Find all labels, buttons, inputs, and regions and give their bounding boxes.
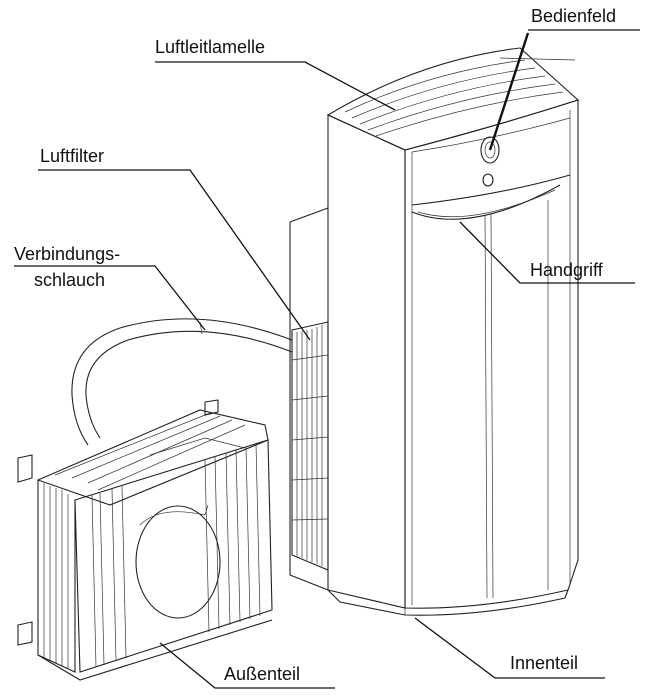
air-louvre [344, 57, 576, 137]
outdoor-unit-front [74, 439, 273, 673]
control-knob [480, 136, 500, 164]
outdoor-unit-side [37, 480, 76, 673]
connection-hose [71, 318, 293, 446]
bracket-bottom-left [17, 621, 33, 646]
label-luftleitlamelle: Luftleitlamelle [155, 37, 266, 57]
leader-lines [14, 29, 640, 689]
indoor-unit-top [326, 47, 580, 151]
indoor-unit [326, 47, 580, 616]
label-aussenteil: Außenteil [224, 664, 301, 684]
bracket-top-left [17, 454, 33, 483]
label-handgriff: Handgriff [530, 260, 603, 280]
outdoor-unit [17, 399, 273, 681]
handle-curve [411, 184, 561, 220]
label-verbindungsschlauch-line2: schlauch [34, 270, 106, 290]
label-bedienfeld: Bedienfeld [531, 6, 617, 26]
air-filter [291, 321, 329, 571]
label-verbindungsschlauch-line1: Verbindungs- [14, 244, 121, 264]
label-innenteil: Innenteil [510, 653, 579, 673]
fan-grille [135, 505, 221, 619]
bracket-top-right [204, 399, 219, 416]
control-button [482, 173, 494, 187]
indoor-unit-side-panel [327, 114, 406, 609]
label-luftfilter: Luftfilter [40, 146, 105, 166]
outdoor-unit-top [36, 409, 269, 506]
